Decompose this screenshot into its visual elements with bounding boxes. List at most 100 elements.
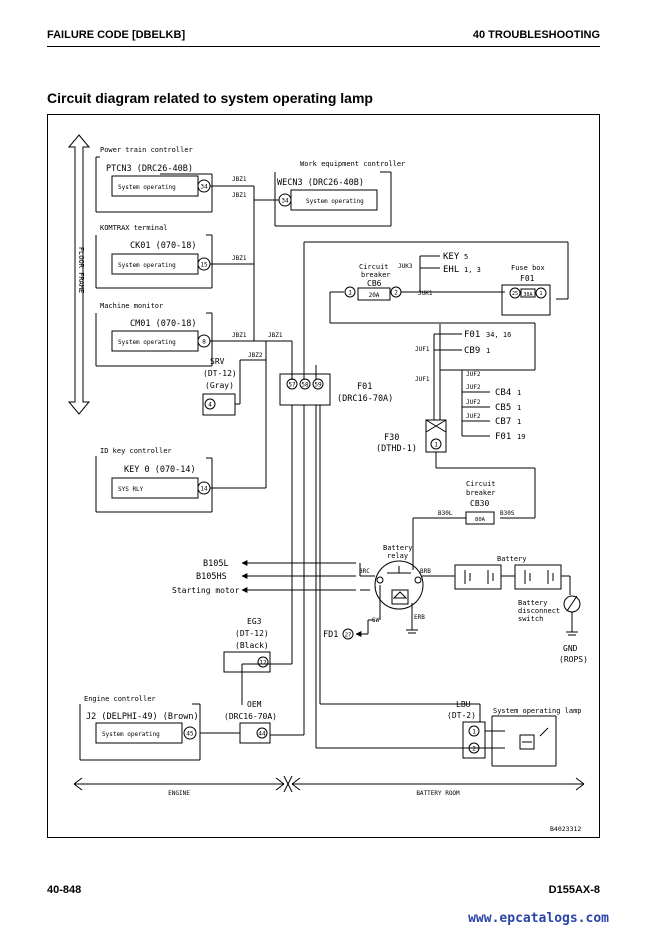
srv-color: (Gray): [205, 381, 234, 390]
j2-title: Engine controller: [84, 695, 156, 703]
disconnect-l3: switch: [518, 615, 543, 623]
page-title: Circuit diagram related to system operat…: [47, 90, 373, 106]
j2-connector: J2 (DELPHI-49) (Brown): [86, 712, 199, 722]
battery-relay-title1: Battery: [383, 544, 413, 552]
juf-distribution: [433, 323, 536, 437]
j2-block: [79, 703, 201, 761]
wire-label-jbz1-c: JBZ1: [232, 255, 247, 262]
header-rule: [47, 46, 600, 47]
cb5-ref-pin: 1: [517, 404, 521, 412]
wecn3-pin: 34: [281, 198, 289, 205]
ck01-signal: System operating: [118, 262, 176, 269]
eg3-connector: [223, 651, 271, 673]
fusebox-title: Fuse box: [511, 264, 545, 272]
cm01-connector: CM01 (070-18): [130, 319, 197, 329]
key0-pin: 14: [200, 486, 208, 493]
f01-pin-59: 59: [314, 382, 322, 389]
battery-relay-erb: ERB: [414, 614, 425, 621]
lbu-name: LBU: [456, 700, 471, 709]
header-chapter: 40 TROUBLESHOOTING: [472, 29, 600, 41]
f30-name: F30: [384, 433, 399, 443]
watermark-link[interactable]: www.epcatalogs.com: [468, 911, 609, 926]
cb4-ref-pin: 1: [517, 389, 521, 397]
fd1-pin: 27: [345, 633, 352, 639]
oem-type: (DRC16-70A): [224, 712, 277, 721]
cb30-pin-l: B30L: [438, 510, 453, 517]
f01-pin-57: 57: [288, 382, 296, 389]
wire-label-juf1-a: JUF1: [415, 346, 430, 353]
fusebox-pin-l: 25: [512, 291, 518, 297]
header-section-code: FAILURE CODE [DBELKB]: [47, 29, 186, 41]
ptcn3-connector: PTCN3 (DRC26-40B): [106, 164, 193, 174]
j2-pin: 45: [186, 731, 194, 738]
battery-relay-sw: SW: [372, 617, 380, 624]
fd1-pin-circle: [342, 628, 354, 640]
f01-ref2-label: F01: [495, 432, 511, 442]
wecn3-block: [274, 171, 392, 227]
wire-label-juk1: JUK1: [418, 290, 433, 297]
wire-label-jbz2: JBZ2: [248, 352, 263, 359]
gnd-sub: (ROPS): [559, 655, 588, 664]
ptcn3-block: [95, 156, 213, 213]
cb4-ref-label: CB4: [495, 388, 511, 398]
f01-ref2-pin: 19: [517, 433, 525, 441]
ck01-block: [95, 234, 213, 289]
cb6-pin-r: 2: [394, 290, 398, 297]
cm01-signal: System operating: [118, 339, 176, 346]
battery-relay-title2: relay: [387, 552, 408, 560]
zone-battery-room: BATTERY ROOM: [416, 790, 460, 797]
lbu-type: (DT-2): [447, 711, 476, 720]
ck01-connector: CK01 (070-18): [130, 241, 197, 251]
b105hs-label: B105HS: [196, 572, 227, 582]
b105l-label: B105L: [203, 559, 229, 569]
cb30-pin-r: B30S: [500, 510, 515, 517]
wire-label-juk3: JUK3: [398, 263, 413, 270]
fd1-label: FD1: [323, 630, 338, 640]
cb30-title1: Circuit: [466, 480, 496, 488]
disconnect-l2: disconnect: [518, 607, 560, 615]
f30-type: (DTHD-1): [376, 444, 417, 454]
fusebox-name: F01: [520, 274, 535, 283]
fusebox-rating: 30A: [523, 292, 532, 298]
oem-connector: [239, 722, 271, 744]
floor-frame-label: FLOOR FRAME: [77, 247, 85, 293]
wecn3-signal: System operating: [306, 198, 364, 205]
lbu-lamp: System operating lamp: [493, 707, 582, 715]
srv-pin: 4: [208, 402, 212, 409]
cb5-ref-label: CB5: [495, 403, 511, 413]
eg3-color: (Black): [235, 641, 269, 650]
key-ref-label: KEY: [443, 252, 460, 262]
battery-relay-brc: BRC: [359, 568, 370, 575]
cb6-name: CB6: [367, 279, 382, 288]
zone-arrow: [73, 775, 585, 793]
wecn3-connector: WECN3 (DRC26-40B): [277, 178, 364, 188]
fusebox-pin-r: 1: [539, 291, 542, 297]
wire-label-jbz1-e: JBZ1: [268, 332, 283, 339]
ehl-ref-pins: 1, 3: [464, 266, 481, 274]
cb6-title2: breaker: [361, 271, 391, 279]
wire-label-juf1-b: JUF1: [415, 376, 430, 383]
ptcn3-pin: 34: [200, 184, 208, 191]
wire-label-jbz1-b: JBZ1: [232, 192, 247, 199]
wire-label-jbz1-a: JBZ1: [232, 176, 247, 183]
key0-title: ID key controller: [100, 447, 172, 455]
oem-pin: 44: [258, 731, 266, 738]
footer-model: D155AX-8: [548, 884, 600, 896]
cb30-breaker: [412, 511, 495, 570]
cm01-pin: 8: [202, 339, 206, 346]
cb9-ref-label: CB9: [464, 346, 480, 356]
cb30-rating: 80A: [475, 517, 486, 523]
cb7-ref-label: CB7: [495, 417, 511, 427]
cb9-ref-pin: 1: [486, 347, 490, 355]
key0-block: [95, 456, 213, 513]
cm01-title: Machine monitor: [100, 302, 163, 310]
wire-label-juf2-d: JUF2: [466, 413, 481, 420]
cb6-title1: Circuit: [359, 263, 389, 271]
ehl-ref-label: EHL: [443, 265, 459, 275]
output-arrows: [241, 560, 375, 637]
wecn3-title: Work equipment controller: [300, 160, 405, 168]
oem-name: OEM: [247, 700, 262, 709]
wire-label-juf2-b: JUF2: [466, 384, 481, 391]
cb6-breaker: [329, 255, 535, 324]
cb30-name: CB30: [470, 499, 489, 508]
